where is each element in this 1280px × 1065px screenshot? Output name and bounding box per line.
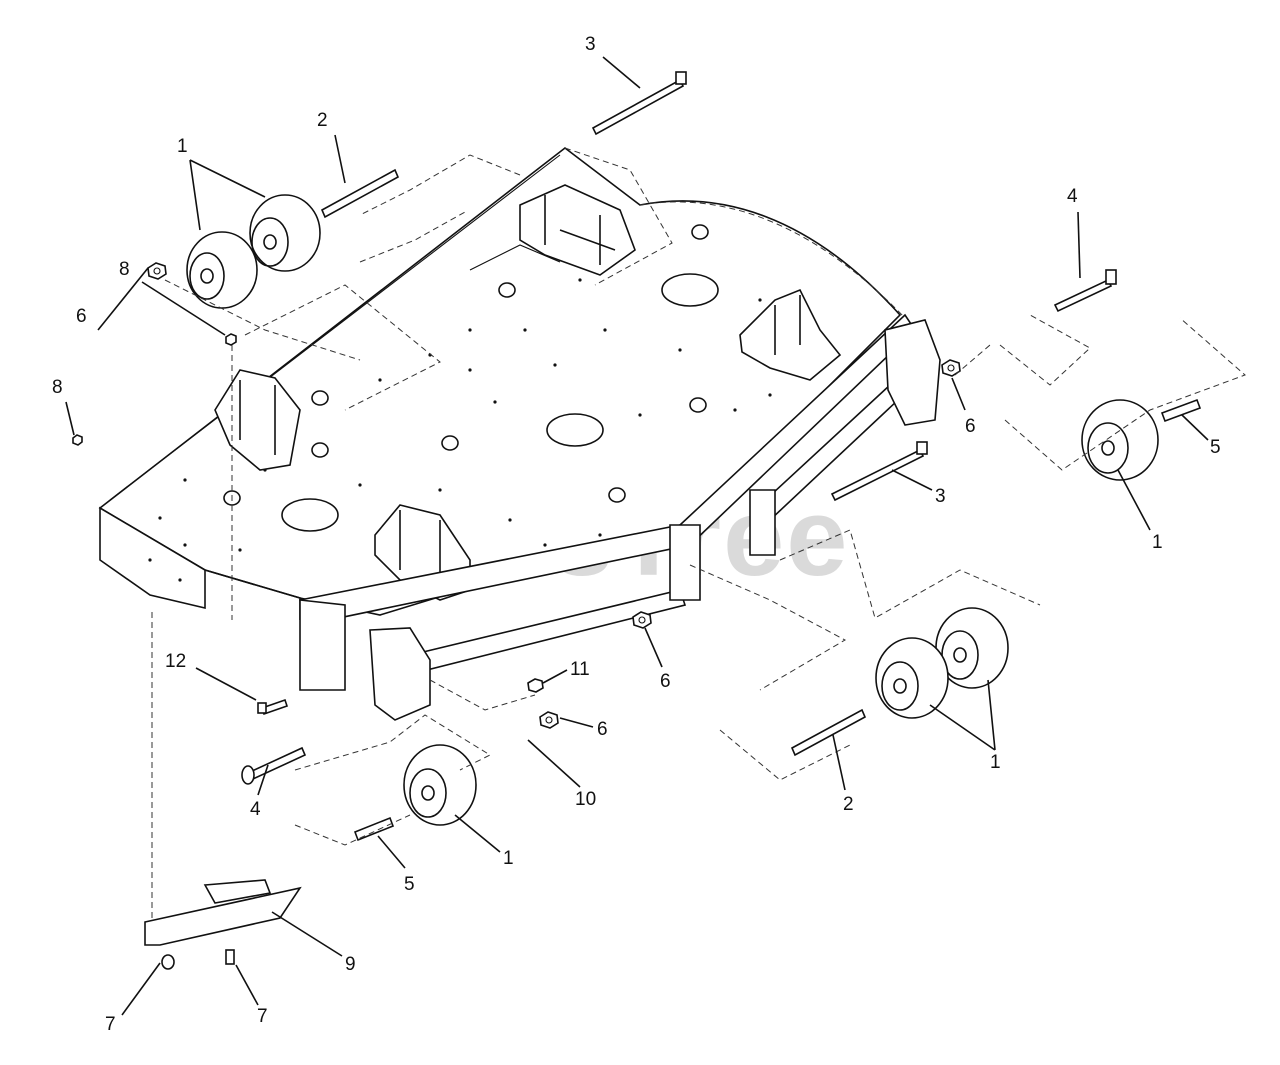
svg-text:6: 6 [965, 416, 976, 437]
callout-2-front: 2 [832, 734, 854, 815]
callout-3-rear: 3 [585, 34, 641, 89]
axle-pin-rear-left [320, 168, 400, 219]
callout-9: 9 [271, 911, 356, 975]
callout-1-rear-right: 1 [1117, 469, 1163, 553]
svg-text:11: 11 [570, 659, 590, 680]
pin-front-left [353, 816, 395, 842]
nut-8-left [72, 434, 83, 446]
nut-6-front [632, 611, 652, 629]
callout-10: 10 [527, 739, 596, 810]
svg-text:6: 6 [660, 671, 671, 692]
callout-8-top: 8 [119, 259, 226, 336]
svg-text:5: 5 [404, 874, 415, 895]
svg-text:9: 9 [345, 954, 356, 975]
bracket-right-rear [739, 288, 842, 381]
callout-8-left: 8 [52, 377, 75, 436]
svg-text:1: 1 [503, 848, 514, 869]
callout-3-front: 3 [891, 469, 946, 507]
front-bumper [299, 313, 941, 721]
callout-11: 11 [542, 659, 590, 684]
wheel-rear-left-outer [249, 194, 321, 272]
svg-text:1: 1 [990, 752, 1001, 773]
svg-text:3: 3 [935, 486, 946, 507]
svg-text:5: 5 [1210, 437, 1221, 458]
wheel-front-left [403, 744, 477, 826]
bracket-left [214, 369, 301, 471]
callout-2-rear: 2 [317, 110, 346, 184]
callout-1-front-left: 1 [454, 814, 514, 869]
callout-5-rear: 5 [1181, 414, 1221, 458]
svg-text:6: 6 [76, 306, 87, 327]
bolt-front-left [241, 746, 307, 785]
svg-text:8: 8 [119, 259, 130, 280]
callout-6-front-left: 6 [559, 717, 608, 740]
nut-8-top [225, 333, 237, 346]
bolt-rear-center [591, 71, 687, 136]
svg-text:4: 4 [250, 799, 261, 820]
callout-1-rear-left: 1 [177, 136, 266, 231]
svg-text:1: 1 [177, 136, 188, 157]
svg-text:1: 1 [1152, 532, 1163, 553]
svg-text:6: 6 [597, 719, 608, 740]
callout-5-front: 5 [377, 835, 415, 895]
bolt-rear-right [1053, 269, 1117, 313]
svg-text:12: 12 [165, 651, 186, 672]
svg-text:4: 4 [1067, 186, 1078, 207]
wheel-rear-left-inner [186, 231, 258, 309]
screw-12 [257, 698, 289, 716]
nut-6-front-left [539, 711, 559, 729]
svg-text:2: 2 [317, 110, 328, 131]
callout-4-front: 4 [250, 764, 269, 820]
callout-12: 12 [165, 651, 257, 701]
wheel-rear-right [1081, 399, 1159, 481]
bracket-rear-left [469, 184, 636, 276]
deflector-9 [144, 879, 302, 970]
svg-text:8: 8 [52, 377, 63, 398]
callout-4-rear: 4 [1067, 186, 1081, 279]
alignment-lines [151, 147, 1246, 920]
svg-text:3: 3 [585, 34, 596, 55]
callout-6-left: 6 [76, 267, 149, 331]
nut-6-left [147, 262, 167, 280]
wheel-front-right-inner [875, 637, 949, 719]
callout-7-left: 7 [105, 962, 161, 1035]
axle-pin-front-right [790, 708, 867, 757]
callout-6-right: 6 [951, 377, 976, 437]
svg-text:2: 2 [843, 794, 854, 815]
svg-text:7: 7 [257, 1006, 268, 1027]
pin-rear-right [1160, 398, 1202, 423]
svg-text:10: 10 [575, 789, 596, 810]
callouts: 1 1 1 1 2 2 3 [52, 34, 1221, 1035]
callout-7-right: 7 [235, 964, 268, 1027]
nut-11 [527, 678, 544, 693]
callout-6-front: 6 [644, 627, 671, 692]
nut-6-right [941, 359, 961, 377]
wheel-front-right-outer [935, 607, 1009, 689]
bolt-front-right [830, 441, 928, 502]
callout-1-front-right: 1 [929, 679, 1001, 773]
svg-text:7: 7 [105, 1014, 116, 1035]
